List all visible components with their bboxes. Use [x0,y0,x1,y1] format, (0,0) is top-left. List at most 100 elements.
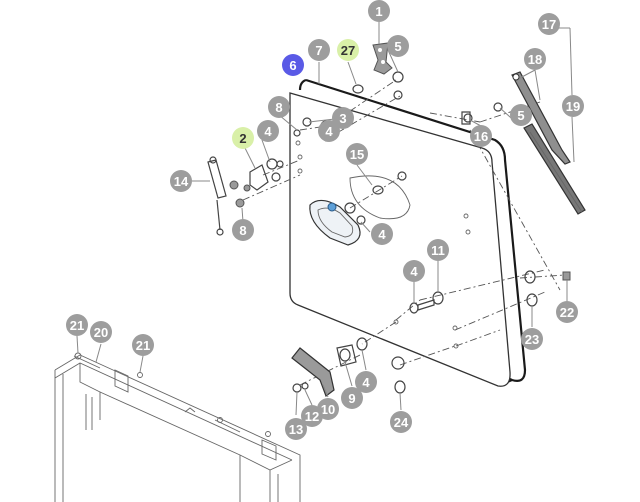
callout-3: 3 [332,107,354,129]
callout-21: 21 [132,334,154,356]
callout-number: 10 [321,402,335,417]
callout-circle [524,48,546,70]
callout-number: 21 [70,318,84,333]
wiper-motor-parts [461,102,503,125]
callout-number: 4 [378,227,386,242]
callout-circle [282,54,304,76]
gas-strut [207,156,251,236]
callout-circle [371,223,393,245]
lower-hinge-bracket [249,158,284,191]
callout-number: 24 [394,415,409,430]
callout-number: 27 [341,43,355,58]
callout-1: 1 [368,0,390,22]
callout-17: 17 [538,13,560,35]
callout-number: 5 [394,39,401,54]
callout-circle [90,321,112,343]
callout-number: 8 [275,100,282,115]
callout-number: 13 [289,422,303,437]
callout-circle [538,13,560,35]
callout-8: 8 [268,96,290,118]
callout-circle [427,239,449,261]
latch-outline [349,171,411,220]
callout-circle [346,143,368,165]
callout-circle [318,120,340,142]
callout-6: 6 [282,54,304,76]
callout-number: 4 [410,264,418,279]
callout-number: 4 [325,124,333,139]
callout-number: 3 [339,111,346,126]
callout-circle [387,35,409,57]
callout-5: 5 [510,104,532,126]
callout-circle [332,107,354,129]
callout-4: 4 [318,120,340,142]
callout-7: 7 [308,39,330,61]
callout-circle [355,371,377,393]
callout-circle [285,418,307,440]
callout-number: 14 [174,174,189,189]
callout-circle [301,405,323,427]
assembly-lines [242,79,566,386]
callout-circle [132,334,154,356]
callout-circle [562,95,584,117]
callout-number: 4 [264,124,272,139]
callout-circle [232,127,254,149]
callout-circle [390,411,412,433]
callout-circle [337,39,359,61]
callout-circle [521,328,543,350]
callout-number: 9 [348,391,355,406]
callout-number: 18 [528,52,542,67]
callout-number: 22 [560,305,574,320]
callout-number: 8 [239,223,246,238]
callout-4: 4 [355,371,377,393]
callout-19: 19 [562,95,584,117]
callout-circle [470,125,492,147]
callout-circle [341,387,363,409]
callout-27: 27 [337,39,359,61]
callout-9: 9 [341,387,363,409]
callout-number: 5 [517,108,524,123]
callout-circle [268,96,290,118]
callout-8: 8 [232,219,254,241]
callout-4: 4 [403,260,425,282]
callout-12: 12 [301,405,323,427]
callout-number: 4 [362,375,370,390]
callout-number: 17 [542,17,556,32]
callout-18: 18 [524,48,546,70]
callout-15: 15 [346,143,368,165]
callout-circle [556,301,578,323]
wiper-arm [511,71,571,165]
callout-number: 19 [566,99,580,114]
callout-circle [170,170,192,192]
callout-21: 21 [66,314,88,336]
lock-body [309,199,366,246]
callout-14: 14 [170,170,192,192]
callout-2: 2 [232,127,254,149]
callout-13: 13 [285,418,307,440]
callout-number: 11 [431,243,445,258]
callout-22: 22 [556,301,578,323]
callout-number: 2 [239,131,246,146]
callout-circle [257,120,279,142]
callout-circle [66,314,88,336]
callout-16: 16 [470,125,492,147]
callout-number: 20 [94,325,108,340]
callout-number: 7 [315,43,322,58]
callout-circle [510,104,532,126]
callout-11: 11 [427,239,449,261]
callout-number: 6 [289,58,296,73]
callout-number: 12 [305,409,319,424]
door-glass [289,92,511,387]
callout-circle [403,260,425,282]
callout-circle [308,39,330,61]
callout-number: 16 [474,129,488,144]
callout-20: 20 [90,321,112,343]
callout-5: 5 [387,35,409,57]
callout-circle [368,0,390,22]
callout-4: 4 [371,223,393,245]
interior-handle [291,347,335,397]
callout-24: 24 [390,411,412,433]
callout-circle [232,219,254,241]
cab-frame [54,352,301,502]
callout-4: 4 [257,120,279,142]
